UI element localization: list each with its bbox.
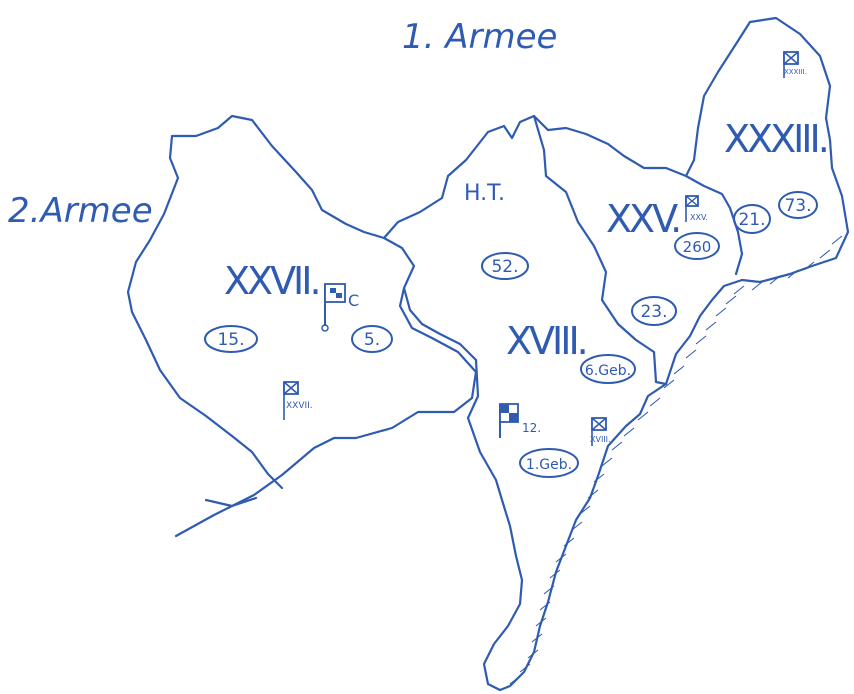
svg-text:XXV.: XXV.	[690, 213, 708, 222]
svg-text:XXXIII.: XXXIII.	[784, 68, 807, 76]
svg-text:260: 260	[683, 238, 712, 256]
division-52: 52.	[481, 252, 529, 280]
flag-xxvii-icon: XXVII.	[283, 381, 313, 420]
label-ht: H.T.	[464, 181, 505, 206]
svg-text:C: C	[348, 291, 359, 310]
svg-text:XXVII.: XXVII.	[286, 401, 313, 411]
svg-text:15.: 15.	[217, 330, 244, 350]
svg-text:5.: 5.	[364, 330, 380, 350]
coastline-east	[498, 278, 744, 692]
flag-xxxiii-icon: XXXIII.	[783, 51, 807, 78]
label-army-2: 2.Armee	[8, 191, 153, 231]
label-corps-xviii: XVIII.	[506, 319, 586, 363]
border-south-coast	[466, 358, 524, 692]
border-ht-inner	[402, 286, 478, 362]
border-ht-xxv	[532, 114, 668, 386]
division-23: 23.	[631, 296, 677, 326]
label-army-1: 1. Armee	[402, 17, 557, 57]
flag-c-icon: C	[321, 283, 359, 332]
border-xxv-xxxiii	[684, 16, 850, 284]
svg-text:73.: 73.	[784, 196, 811, 216]
label-corps-xxxiii: XXXIII.	[724, 117, 827, 161]
label-corps-xxvii: XXVII.	[224, 259, 319, 303]
division-15: 15.	[204, 325, 258, 353]
border-xxvii-region	[126, 114, 478, 538]
division-73: 73.	[778, 191, 818, 219]
label-corps-xxv: XXV.	[606, 197, 679, 241]
svg-text:12.: 12.	[522, 421, 541, 435]
flag-12-icon: 12.	[499, 403, 541, 438]
svg-text:XVIII.: XVIII.	[590, 435, 611, 444]
border-southwest-spur	[204, 496, 258, 508]
division-21: 21.	[733, 204, 771, 234]
svg-text:23.: 23.	[640, 302, 667, 322]
division-1geb: 1.Geb.	[519, 448, 579, 478]
division-6geb: 6.Geb.	[580, 354, 636, 384]
division-260: 260	[674, 232, 720, 260]
border-xviii-region	[382, 114, 744, 276]
division-5: 5.	[351, 325, 393, 353]
svg-text:6.Geb.: 6.Geb.	[585, 363, 631, 379]
coast-hatching	[509, 235, 843, 685]
flag-xviii-icon: XVIII.	[590, 417, 611, 446]
flag-xxv-icon: XXV.	[685, 195, 708, 222]
svg-text:52.: 52.	[491, 257, 518, 277]
svg-text:21.: 21.	[738, 210, 765, 230]
svg-text:1.Geb.: 1.Geb.	[526, 457, 572, 473]
